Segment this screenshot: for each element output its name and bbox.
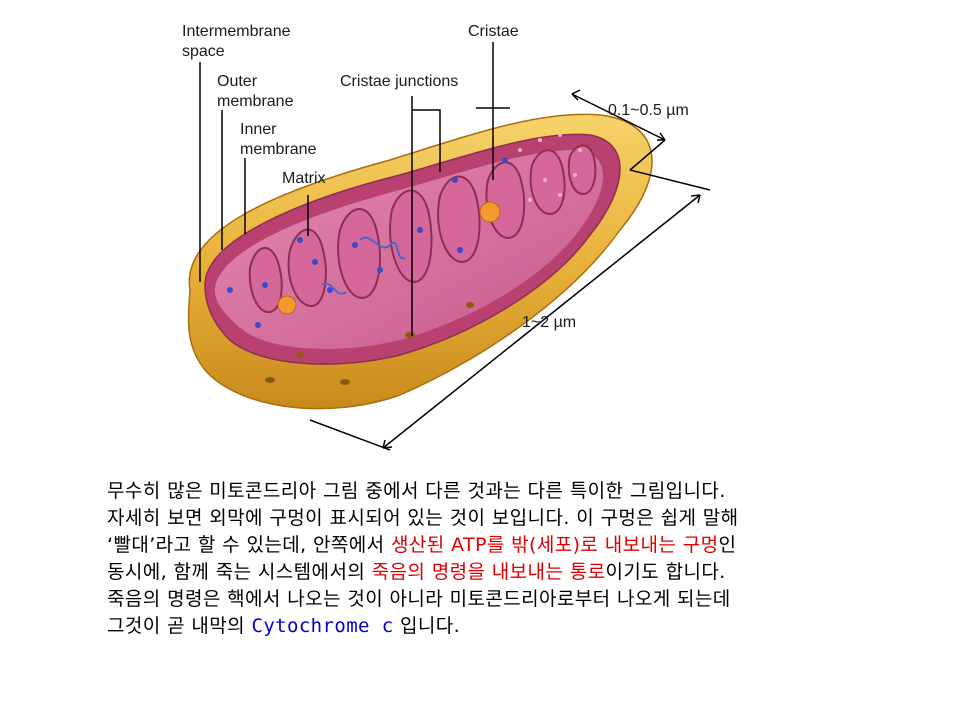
caption-text: 무수히 많은 미토콘드리아 그림 중에서 다른 것과는 다른 특이한 그림입니다… (107, 478, 867, 640)
label-cristae: Cristae (468, 23, 519, 40)
length-dimension-arrow (309, 169, 711, 451)
matrix-specks (518, 133, 582, 202)
dna-strand (359, 236, 406, 260)
caption-line-5: 죽음의 명령은 핵에서 나오는 것이 아니라 미토콘드리아로부터 나오게 되는데 (107, 588, 731, 610)
matrix-granules (227, 157, 508, 328)
mitochondrion-illustration (187, 42, 711, 451)
width-dimension-arrow (571, 89, 666, 171)
label-width-dimension: 0.1~0.5 µm (608, 102, 689, 119)
leader-lines (199, 42, 510, 336)
caption-line-4: 동시에, 함께 죽는 시스템에서의 죽음의 명령을 내보내는 통로이기도 합니다… (107, 559, 867, 586)
caption-line-2: 자세히 보면 외막에 구멍이 표시되어 있는 것이 보입니다. 이 구멍은 쉽게… (107, 507, 739, 529)
label-intermembrane-space: Intermembrane space (182, 23, 291, 60)
cristae-folds (248, 144, 597, 314)
caption-line-3-start: ‘빨대’라고 할 수 있는데, 안쪽에서 (107, 534, 391, 556)
caption-line-6: 그것이 곧 내막의 Cytochrome c 입니다. (107, 613, 867, 640)
caption-line-6-start: 그것이 곧 내막의 (107, 615, 252, 637)
label-matrix: Matrix (282, 170, 326, 187)
label-length-dimension: 1~2 µm (522, 314, 577, 331)
caption-line-6-end: 입니다. (393, 615, 461, 637)
label-cristae-junctions: Cristae junctions (340, 73, 459, 90)
caption-line-3-end: 인 (718, 534, 737, 556)
caption-line-1: 무수히 많은 미토콘드리아 그림 중에서 다른 것과는 다른 특이한 그림입니다… (107, 480, 726, 502)
caption-line-4-start: 동시에, 함께 죽는 시스템에서의 (107, 561, 372, 583)
caption-line-3: ‘빨대’라고 할 수 있는데, 안쪽에서 생산된 ATP를 밖(세포)로 내보내… (107, 532, 867, 559)
highlight-atp-pore: 생산된 ATP를 밖(세포)로 내보내는 구멍 (390, 534, 719, 556)
highlight-death-signal: 죽음의 명령을 내보내는 통로 (371, 561, 606, 583)
dna-strand (321, 282, 347, 295)
label-inner-membrane: Inner membrane (240, 121, 317, 158)
label-outer-membrane: Outer membrane (217, 73, 294, 110)
granule-sphere (277, 295, 297, 315)
mitochondrion-diagram: Intermembrane space Outer membrane Inner… (182, 23, 711, 451)
caption-line-4-end: 이기도 합니다. (605, 561, 726, 583)
granule-sphere (479, 201, 501, 223)
highlight-cytochrome-c: Cytochrome c (251, 615, 394, 637)
